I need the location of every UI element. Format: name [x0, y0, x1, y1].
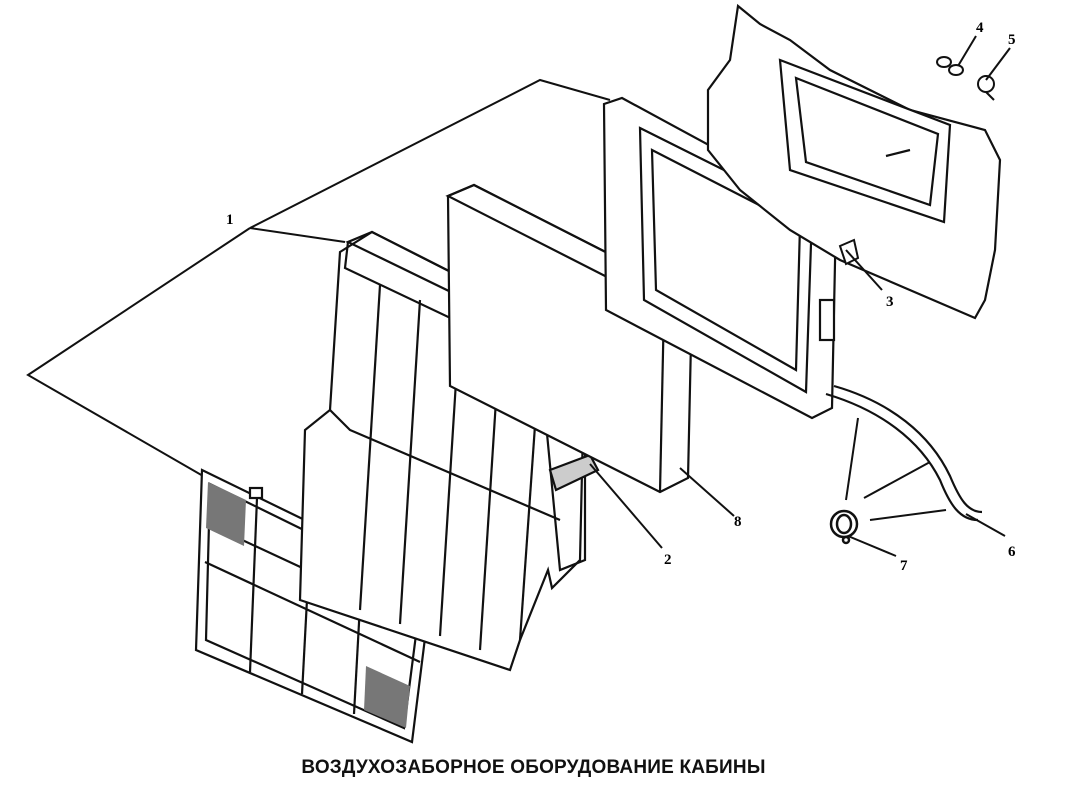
clamp-part-7 [829, 509, 859, 545]
callout-5: 5 [1008, 32, 1016, 48]
callout-1-leader [26, 78, 611, 481]
figure-caption: ВОЗДУХОЗАБОРНОЕ ОБОРУДОВАНИЕ КАБИНЫ [301, 757, 766, 778]
callout-4: 4 [976, 20, 984, 36]
callout-7: 7 [900, 558, 908, 574]
callout-leaders [589, 35, 1011, 557]
cab-panel [706, 3, 1002, 320]
callout-1: 1 [226, 212, 234, 228]
callout-3: 3 [886, 294, 894, 310]
bolt-part-4 [936, 56, 964, 76]
callout-2: 2 [664, 552, 672, 568]
hose [825, 384, 983, 522]
callout-6: 6 [1008, 544, 1016, 560]
washer-part-5 [977, 75, 995, 101]
callout-8: 8 [734, 514, 742, 530]
